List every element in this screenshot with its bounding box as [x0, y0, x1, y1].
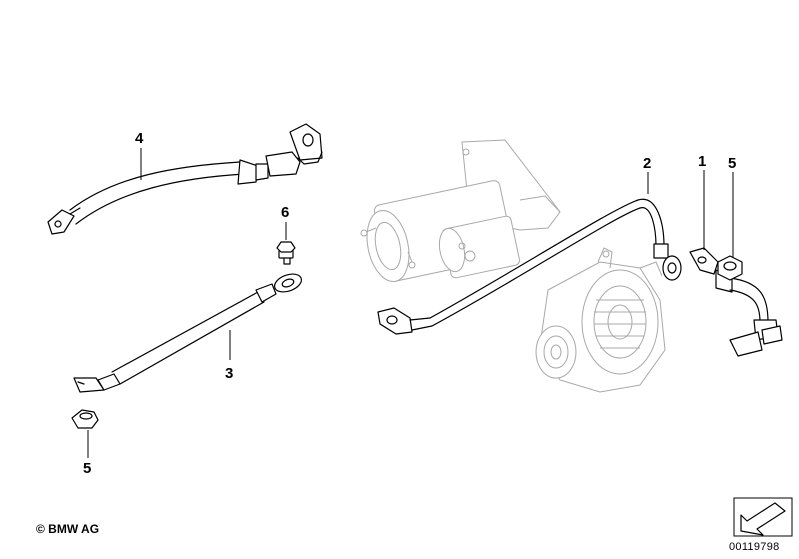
- starter-motor-illustration: [360, 139, 561, 282]
- callout-part-1: 1: [698, 153, 706, 170]
- alternator-illustration: [535, 247, 666, 393]
- copyright-label: © BMW AG: [36, 522, 100, 536]
- callout-part-4: 4: [135, 130, 144, 147]
- callout-part-3: 3: [225, 365, 233, 382]
- callout-part-6: 6: [281, 204, 289, 221]
- bolt-part-6: [276, 241, 296, 265]
- cable-part-2: [377, 198, 682, 335]
- nut-part-5-bottom: [71, 409, 99, 429]
- callout-part-2: 2: [643, 155, 651, 172]
- cable-part-4: [47, 123, 323, 235]
- direction-arrow-icon: [733, 497, 793, 537]
- callout-part-5-bottom: 5: [83, 460, 91, 477]
- cable-part-3: [73, 273, 303, 393]
- callout-part-5-top: 5: [728, 155, 736, 172]
- nut-part-5-top: [717, 255, 743, 281]
- document-number: 00119798: [729, 541, 780, 553]
